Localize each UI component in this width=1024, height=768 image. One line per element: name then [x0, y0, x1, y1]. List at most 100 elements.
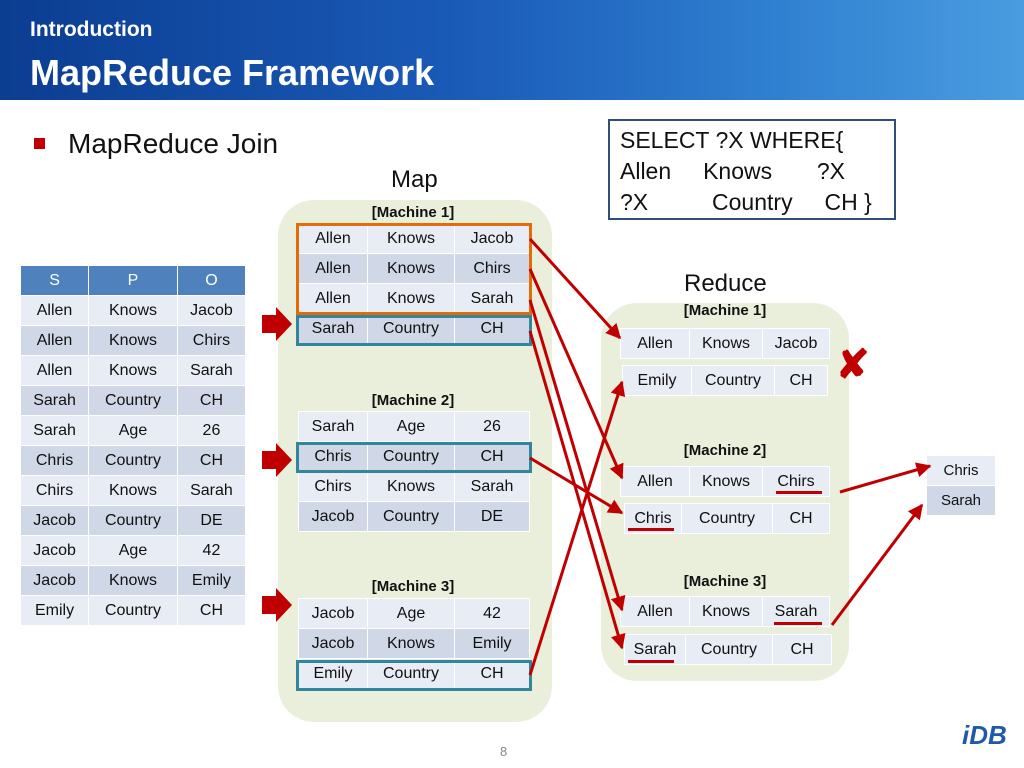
cell: Allen: [620, 328, 690, 359]
map-label: Map: [391, 166, 438, 193]
table-cell: Age: [88, 415, 178, 446]
cell: CH: [774, 365, 828, 396]
arrow-line: [528, 299, 626, 612]
table-cell: CH: [454, 658, 530, 689]
cell: Knows: [689, 466, 763, 497]
table-cell: Chirs: [454, 253, 530, 284]
table-cell: Chirs: [176, 325, 247, 356]
table-cell: Knows: [367, 283, 455, 314]
table-cell: 26: [454, 411, 530, 442]
table-cell: Sarah: [19, 415, 90, 446]
map-machine-1-label: [Machine 1]: [371, 204, 455, 221]
arrow-line: [528, 268, 624, 480]
table-cell: CH: [454, 441, 530, 472]
underline-chris: [628, 528, 674, 531]
table-cell: Knows: [88, 325, 178, 356]
block-arrow-right-icon: [262, 443, 292, 477]
block-arrow-right-icon: [262, 307, 292, 341]
table-cell: Sarah: [176, 475, 247, 506]
table-cell: Age: [88, 535, 178, 566]
underline-chirs: [776, 491, 822, 494]
header-bar: Introduction MapReduce Framework: [0, 0, 1024, 100]
table-cell: Jacob: [176, 295, 247, 326]
table-cell: Allen: [298, 283, 368, 314]
table-cell: Knows: [367, 628, 455, 659]
table-cell: Age: [367, 598, 455, 629]
cell: Sarah: [762, 596, 830, 627]
table-cell: Country: [88, 595, 178, 626]
reduce-machine-3-label: [Machine 3]: [683, 573, 767, 590]
table-cell: Knows: [88, 355, 178, 386]
table-cell: Jacob: [19, 535, 90, 566]
table-cell: Sarah: [298, 411, 368, 442]
table-cell: Country: [367, 658, 455, 689]
table-cell: Jacob: [298, 501, 368, 532]
arrow-line: [528, 380, 626, 676]
block-arrow-right-icon: [262, 588, 292, 622]
table-cell: Sarah: [298, 313, 368, 344]
arrow-line: [839, 462, 932, 494]
table-cell: Emily: [19, 595, 90, 626]
table-cell: Jacob: [19, 505, 90, 536]
underline-sarah-2: [628, 660, 674, 663]
table-cell: Knows: [367, 471, 455, 502]
page-number: 8: [500, 744, 508, 759]
cell: Sarah: [624, 634, 686, 665]
table-cell: Country: [88, 385, 178, 416]
underline-sarah-1: [774, 622, 822, 625]
result-cell: Chris: [926, 455, 996, 486]
cell: CH: [772, 634, 832, 665]
table-cell: DE: [454, 501, 530, 532]
table-cell: Sarah: [19, 385, 90, 416]
table-cell: CH: [176, 385, 247, 416]
table-cell: Sarah: [454, 471, 530, 502]
column-header-o: O: [176, 265, 247, 296]
table-cell: Emily: [454, 628, 530, 659]
cell: Jacob: [762, 328, 830, 359]
table-cell: Knows: [88, 565, 178, 596]
table-cell: Chris: [298, 441, 368, 472]
column-header-p: P: [88, 265, 178, 296]
table-cell: Allen: [19, 325, 90, 356]
bullet-square-icon: [34, 138, 45, 149]
cell: Country: [681, 503, 773, 534]
bullet-text: MapReduce Join: [68, 128, 279, 159]
table-cell: Country: [367, 441, 455, 472]
arrow-line: [830, 503, 924, 626]
table-cell: Emily: [176, 565, 247, 596]
table-cell: CH: [176, 445, 247, 476]
table-cell: Allen: [19, 355, 90, 386]
result-table: Chris Sarah: [926, 455, 996, 516]
cell: Country: [691, 365, 775, 396]
cell: Knows: [689, 596, 763, 627]
table-cell: Country: [367, 313, 455, 344]
table-cell: Country: [88, 445, 178, 476]
table-cell: Sarah: [454, 283, 530, 314]
map-machine-3-label: [Machine 3]: [371, 578, 455, 595]
reduce-label: Reduce: [684, 270, 767, 297]
cell: Country: [685, 634, 773, 665]
arrow-line: [528, 237, 622, 340]
cell: Allen: [620, 596, 690, 627]
table-cell: Jacob: [19, 565, 90, 596]
table-cell: Chirs: [19, 475, 90, 506]
map-machine-2-label: [Machine 2]: [371, 392, 455, 409]
table-cell: Country: [367, 501, 455, 532]
